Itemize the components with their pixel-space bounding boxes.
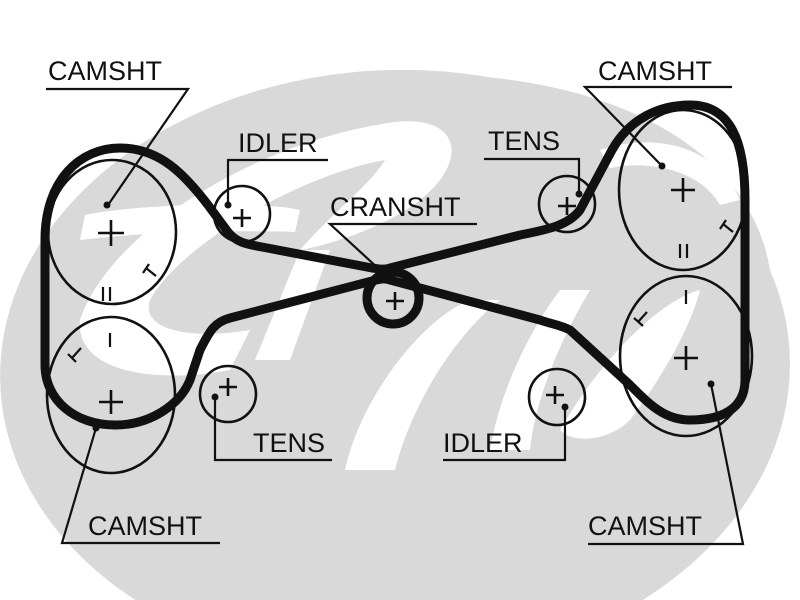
label-camshaft-bottom-left: CAMSHT: [88, 511, 202, 541]
label-crankshaft: CRANSHT: [330, 192, 461, 222]
label-idler-bottom: IDLER: [443, 428, 523, 458]
camshaft-pulley-top-left: [46, 158, 178, 306]
crankshaft-pulley: [386, 277, 404, 310]
registered-mark: ®: [765, 358, 781, 383]
label-camshaft-top-left: CAMSHT: [48, 56, 162, 86]
camshaft-pulley-bottom-right: [618, 274, 754, 438]
label-idler-top: IDLER: [238, 128, 318, 158]
camshaft-pulley-top-right: [617, 108, 749, 272]
timing-belt: [40, 100, 750, 430]
label-camshaft-bottom-right: CAMSHT: [588, 511, 702, 541]
crankshaft-belt-loop: [362, 267, 424, 329]
label-tensioner-top: TENS: [488, 126, 560, 156]
leader-lines: [46, 85, 745, 546]
idler-pulley-top: [212, 184, 272, 244]
label-camshaft-top-right: CAMSHT: [598, 56, 712, 86]
label-tensioner-bottom: TENS: [253, 428, 325, 458]
tensioner-pulley-top: [537, 174, 597, 234]
camshaft-pulley-bottom-left: [45, 315, 177, 475]
